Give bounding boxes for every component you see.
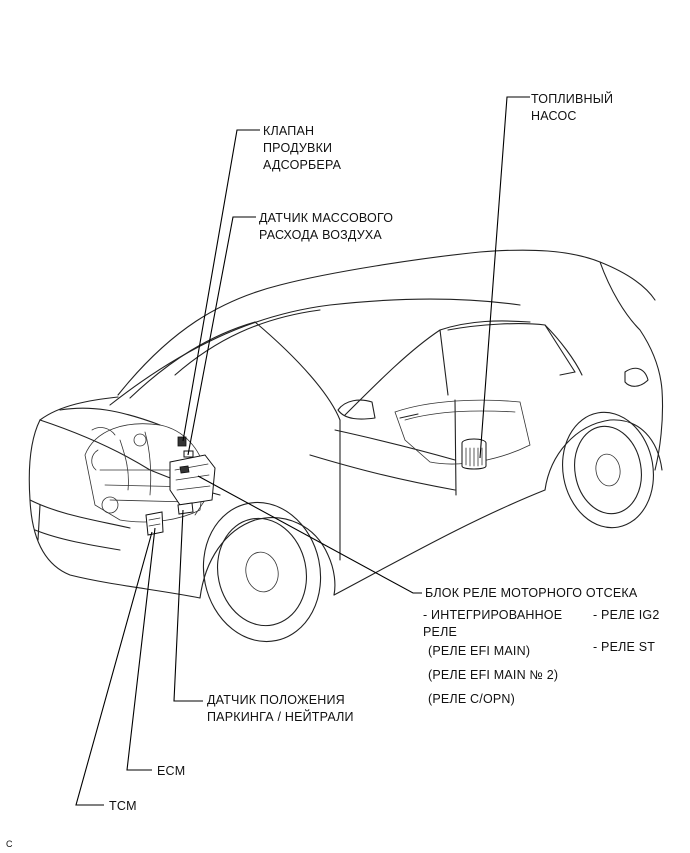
corner-mark: C — [6, 839, 13, 849]
park-neutral-label-line-2: ПАРКИНГА / НЕЙТРАЛИ — [207, 710, 354, 724]
integrated-relay-label: - ИНТЕГРИРОВАННОЕ РЕЛЕ — [423, 607, 562, 641]
integrated-relay-line-1: - ИНТЕГРИРОВАННОЕ — [423, 608, 563, 622]
purge-valve-label: КЛАПАН ПРОДУВКИ АДСОРБЕРА — [263, 123, 341, 174]
park-neutral-sensor-part — [177, 502, 194, 515]
relay-block-title: БЛОК РЕЛЕ МОТОРНОГО ОТСЕКА — [425, 586, 638, 600]
fuel-pump-part — [461, 438, 487, 470]
purge-valve-label-line-2: ПРОДУВКИ — [263, 141, 333, 155]
tcm-label: TCM — [109, 799, 137, 813]
fuel-tank — [394, 399, 531, 465]
rear-wheel — [562, 411, 654, 529]
relay-efi-main-label: (РЕЛЕ EFI MAIN) — [428, 644, 531, 658]
fuel-pump-label-line-1: ТОПЛИВНЫЙ — [531, 92, 614, 106]
relay-ig2-label: - РЕЛЕ IG2 — [593, 608, 660, 622]
mass-air-flow-label: ДАТЧИК МАССОВОГО РАСХОДА ВОЗДУХА — [259, 210, 393, 244]
park-neutral-label: ДАТЧИК ПОЛОЖЕНИЯ ПАРКИНГА / НЕЙТРАЛИ — [207, 692, 354, 726]
purge-valve-label-line-1: КЛАПАН — [263, 124, 315, 138]
integrated-relay-line-2: РЕЛЕ — [423, 625, 458, 639]
relay-efi-main-2-label: (РЕЛЕ EFI MAIN № 2) — [428, 668, 559, 682]
ecm-part — [145, 511, 164, 536]
car-body-outline — [28, 249, 664, 599]
relay-c-opn-label: (РЕЛЕ C/OPN) — [428, 692, 516, 706]
relay-st-label: - РЕЛЕ ST — [593, 640, 656, 654]
fuel-pump-label: ТОПЛИВНЫЙ НАСОС — [531, 91, 613, 125]
purge-valve-part — [177, 436, 187, 447]
mass-air-flow-label-line-2: РАСХОДА ВОЗДУХА — [259, 228, 382, 242]
fuel-pump-label-line-2: НАСОС — [531, 109, 577, 123]
front-wheel — [202, 501, 322, 643]
mass-air-flow-label-line-1: ДАТЧИК МАССОВОГО — [259, 211, 394, 225]
engine-relay-block-part — [169, 454, 216, 506]
leader-lines — [75, 96, 530, 806]
purge-valve-label-line-3: АДСОРБЕРА — [263, 158, 342, 172]
ecm-label: ECM — [157, 764, 186, 778]
park-neutral-label-line-1: ДАТЧИК ПОЛОЖЕНИЯ — [207, 693, 345, 707]
